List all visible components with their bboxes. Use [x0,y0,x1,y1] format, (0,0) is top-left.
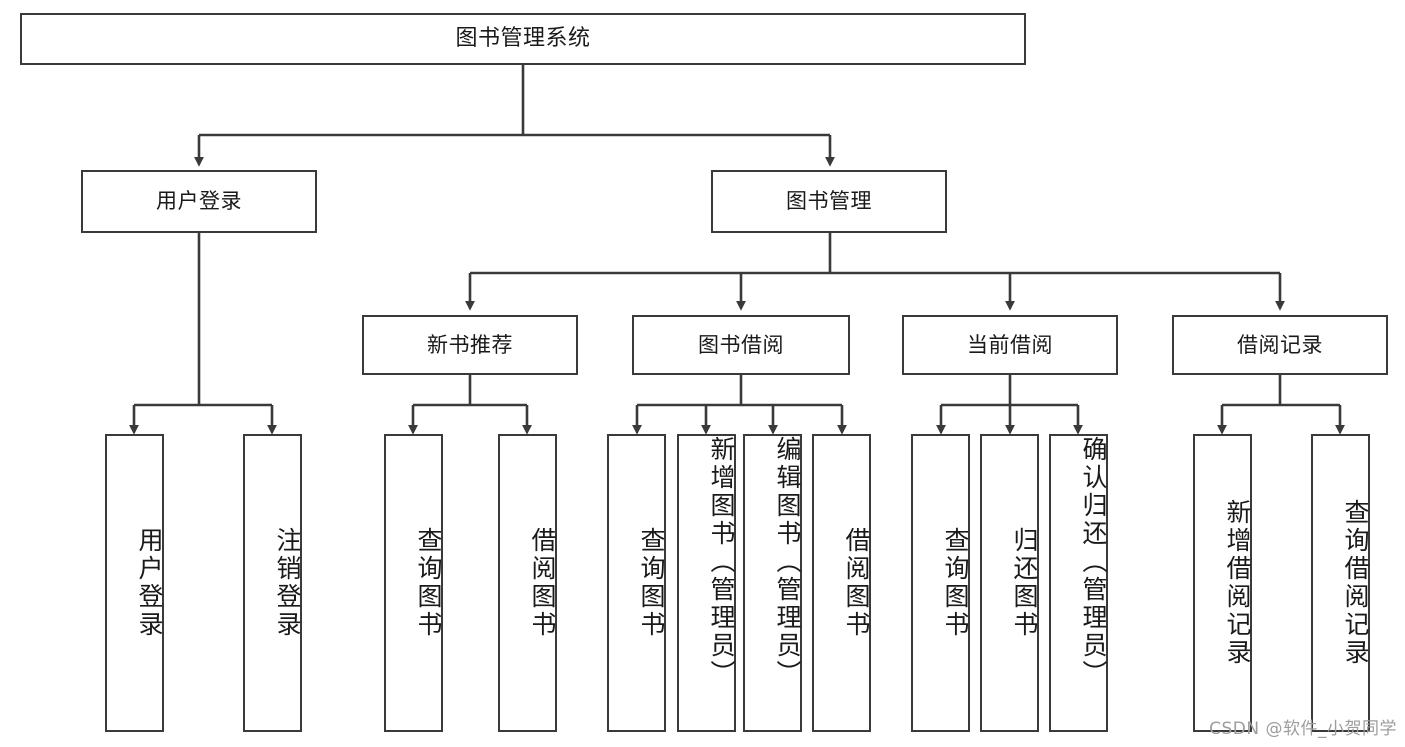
node-label: 查询借阅记录 [1341,499,1370,667]
node-label: 注销登录 [273,527,302,639]
leaf-user-login-logout[interactable]: 注销登录 [243,434,302,732]
node-book-borrow[interactable]: 图书借阅 [632,315,850,375]
node-borrow-record[interactable]: 借阅记录 [1172,315,1388,375]
node-current-borrow[interactable]: 当前借阅 [902,315,1118,375]
leaf-current-confirm-return-admin[interactable]: 确认归还（管理员） [1049,434,1108,732]
node-label: 图书管理 [786,189,872,214]
leaf-recommend-query-book[interactable]: 查询图书 [384,434,443,732]
node-label: 用户登录 [156,189,242,214]
node-label: 借阅图书 [528,527,557,639]
node-root-system[interactable]: 图书管理系统 [20,13,1026,65]
node-book-management[interactable]: 图书管理 [711,170,947,233]
leaf-record-query-record[interactable]: 查询借阅记录 [1311,434,1370,732]
leaf-record-add-record[interactable]: 新增借阅记录 [1193,434,1252,732]
node-label: 图书管理系统 [455,26,591,52]
leaf-recommend-borrow-book[interactable]: 借阅图书 [498,434,557,732]
node-label: 新增图书（管理员） [707,436,736,688]
node-new-book-recommend[interactable]: 新书推荐 [362,315,578,375]
leaf-borrow-query-book[interactable]: 查询图书 [607,434,666,732]
node-label: 新书推荐 [427,332,513,357]
leaf-borrow-edit-book-admin[interactable]: 编辑图书（管理员） [743,434,802,732]
node-user-login[interactable]: 用户登录 [81,170,317,233]
watermark-text: CSDN @软件_小贺同学 [1209,719,1397,739]
node-label: 确认归还（管理员） [1079,436,1108,688]
node-label: 图书借阅 [698,332,784,357]
node-label: 借阅图书 [842,527,871,639]
node-label: 借阅记录 [1237,332,1323,357]
leaf-borrow-add-book-admin[interactable]: 新增图书（管理员） [677,434,736,732]
node-label: 当前借阅 [967,332,1053,357]
node-label: 查询图书 [941,527,970,639]
node-label: 用户登录 [135,527,164,639]
node-label: 编辑图书（管理员） [773,436,802,688]
leaf-current-return-book[interactable]: 归还图书 [980,434,1039,732]
node-label: 查询图书 [637,527,666,639]
node-label: 新增借阅记录 [1223,499,1252,667]
leaf-borrow-borrow-book[interactable]: 借阅图书 [812,434,871,732]
leaf-user-login-login[interactable]: 用户登录 [105,434,164,732]
node-label: 归还图书 [1010,527,1039,639]
node-label: 查询图书 [414,527,443,639]
leaf-current-query-book[interactable]: 查询图书 [911,434,970,732]
